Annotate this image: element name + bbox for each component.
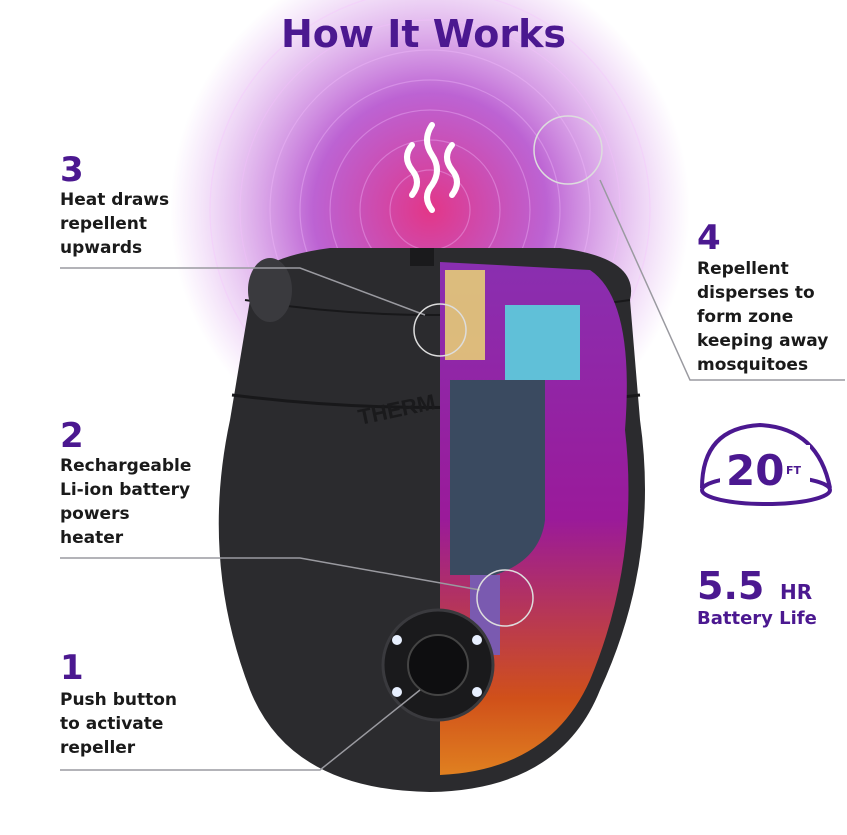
page-title: How It Works	[280, 12, 567, 56]
range-unit: FT	[786, 464, 802, 477]
battery-label: Battery Life	[697, 608, 817, 629]
step-2-text: Rechargeable Li-ion battery powers heate…	[60, 456, 192, 548]
step-1-text: Push button to activate repeller	[60, 690, 178, 758]
indicator-lights	[392, 635, 482, 697]
battery-unit: HR	[780, 580, 813, 604]
step-2-number: 2	[60, 416, 84, 456]
battery-value: 5.5	[697, 564, 765, 608]
range-value: 20	[726, 446, 785, 495]
step-1-number: 1	[60, 648, 84, 688]
heat-icon	[404, 122, 460, 213]
callout-lines	[60, 115, 845, 771]
step-4-text: Repellent disperses to form zone keeping…	[697, 259, 829, 375]
step-3-text: Heat draws repellent upwards	[60, 190, 170, 258]
step-4-number: 4	[697, 218, 721, 258]
step-3-number: 3	[60, 150, 84, 190]
